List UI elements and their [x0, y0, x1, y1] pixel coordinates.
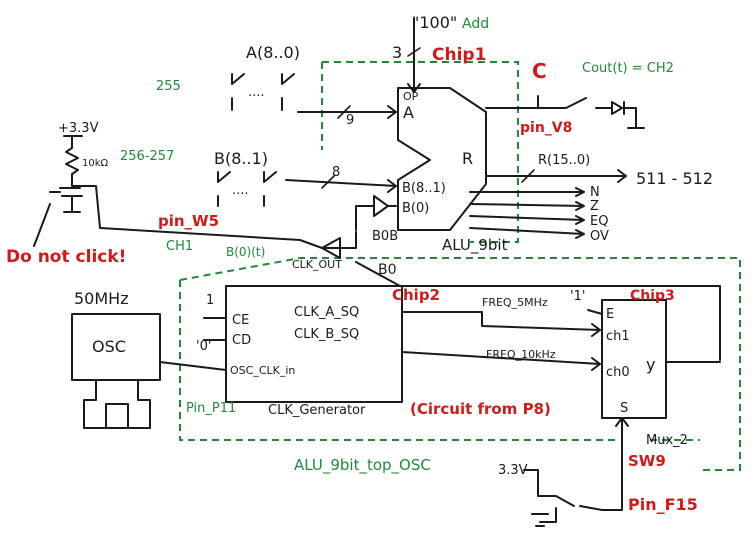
- mux-e: E: [606, 307, 614, 322]
- b-width: 8: [332, 165, 340, 180]
- do-not-click-arrow: [33, 203, 51, 247]
- b-bus-slash: [321, 175, 335, 189]
- pin-w5: pin_W5: [158, 212, 219, 230]
- flag-ov: OV: [590, 229, 609, 244]
- r-port-label: R: [462, 149, 473, 168]
- a-bus-label: A(8..0): [246, 43, 300, 62]
- b0-wire: [71, 185, 323, 249]
- c-label: C: [532, 59, 547, 83]
- mux-name: Mux_2: [646, 433, 688, 448]
- clkgen-1: 1: [206, 293, 214, 308]
- clk-out-buffer: [321, 231, 357, 259]
- pin-f15: Pin_F15: [628, 495, 698, 514]
- clkgen-input-wires: [203, 317, 227, 341]
- clk-a-sq: CLK_A_SQ: [294, 305, 359, 320]
- add-value: "100": [412, 13, 457, 32]
- osc-to-clkgen-wire: [159, 361, 227, 371]
- op-width: 3: [392, 43, 402, 62]
- circuit-from: (Circuit from P8): [410, 400, 551, 418]
- a-bus-wire: [297, 105, 397, 119]
- mux-ch0: ch0: [606, 365, 630, 380]
- freq-5mhz-label: FREQ_5MHz: [482, 296, 548, 309]
- c-led: [611, 101, 645, 129]
- a-switches: [231, 73, 295, 111]
- pin-p11: Pin_P11: [186, 401, 236, 416]
- a-dots: ....: [248, 85, 265, 100]
- b-dots: ....: [232, 183, 249, 198]
- do-not-click: Do not click!: [6, 247, 126, 267]
- vcc-label: +3.3V: [58, 121, 99, 136]
- b-switches: [217, 171, 277, 207]
- chip1-label: Chip1: [432, 45, 486, 65]
- add-label: Add: [462, 16, 489, 32]
- ch1-label: CH1: [166, 239, 193, 254]
- osc-crystal: [83, 379, 151, 429]
- clk-b-sq: CLK_B_SQ: [294, 327, 359, 342]
- freq-10khz-label: FREQ_10kHz: [486, 348, 556, 361]
- b-range: 256-257: [120, 149, 174, 164]
- mux-box: [601, 299, 667, 419]
- a-width: 9: [346, 113, 354, 128]
- clkgen-osc-in: OSC_CLK_in: [230, 364, 295, 377]
- flag-n: N: [590, 185, 600, 200]
- flag-z: Z: [590, 199, 599, 214]
- sw9-ground: [531, 507, 557, 527]
- chip2-label: Chip2: [392, 286, 440, 304]
- mux-feedback-wire: [355, 261, 721, 361]
- clkgen-0: '0': [196, 339, 211, 354]
- freq-10khz-wire: [401, 351, 601, 371]
- freq-5mhz-wire: [401, 311, 601, 337]
- pin-v8: pin_V8: [520, 120, 572, 136]
- mux-e-wire: [587, 309, 603, 315]
- r-bus-label: R(15..0): [538, 153, 590, 168]
- alu-block: [397, 87, 487, 231]
- vcc2-label: 3.3V: [498, 463, 528, 478]
- osc-freq: 50MHz: [74, 289, 129, 308]
- flag-eq: EQ: [590, 214, 608, 229]
- pushbutton: [49, 187, 83, 213]
- r-range: 511 - 512: [636, 169, 713, 188]
- r-output-wire: [485, 169, 627, 183]
- a-range: 255: [156, 79, 181, 94]
- a-bus-slash: [337, 105, 351, 119]
- b0-label: B0: [378, 262, 397, 278]
- r-bus-slash: [521, 169, 535, 183]
- b-port-label: B(8..1): [402, 181, 446, 196]
- sw9-label: SW9: [628, 452, 666, 470]
- b-bus-wire: [285, 179, 397, 193]
- b0-buffer: [355, 195, 397, 231]
- b-bus-label: B(8..1): [214, 149, 268, 168]
- b0b-label: B0B: [372, 229, 398, 244]
- c-output-wire: [485, 95, 613, 109]
- clk-out-label: CLK_OUT: [292, 258, 342, 271]
- resistor-label: 10kΩ: [82, 158, 109, 169]
- top-name: ALU_9bit_top_OSC: [294, 456, 431, 475]
- chip1-boundary: [321, 61, 519, 243]
- mux-y: y: [646, 355, 655, 374]
- op-arrow: [407, 17, 421, 93]
- top-boundary: [179, 257, 741, 471]
- cout-note: Cout(t) = CH2: [582, 61, 674, 76]
- sw9-wire: [523, 417, 629, 511]
- a-port-label: A: [403, 103, 414, 122]
- flag-wires: [469, 187, 585, 239]
- pullup-resistor: [63, 135, 83, 187]
- mux-1: '1': [570, 289, 585, 304]
- chip3-label: Chip3: [630, 288, 675, 304]
- alu-name-label: ALU_9bit: [442, 236, 508, 255]
- op-bus-slash: [407, 47, 421, 57]
- op-port-label: OP: [403, 90, 419, 103]
- osc-box: [71, 313, 161, 381]
- clk-generator-label: CLK_Generator: [268, 403, 366, 418]
- b0-port-label: B(0): [402, 201, 429, 216]
- clkgen-ce: CE: [232, 313, 249, 328]
- mux-ch1: ch1: [606, 329, 630, 344]
- osc-label: OSC: [92, 337, 126, 356]
- b0t-label: B(0)(t): [226, 245, 265, 259]
- clkgen-cd: CD: [232, 333, 251, 348]
- clkgen-box: [225, 285, 403, 403]
- mux-s: S: [620, 401, 628, 416]
